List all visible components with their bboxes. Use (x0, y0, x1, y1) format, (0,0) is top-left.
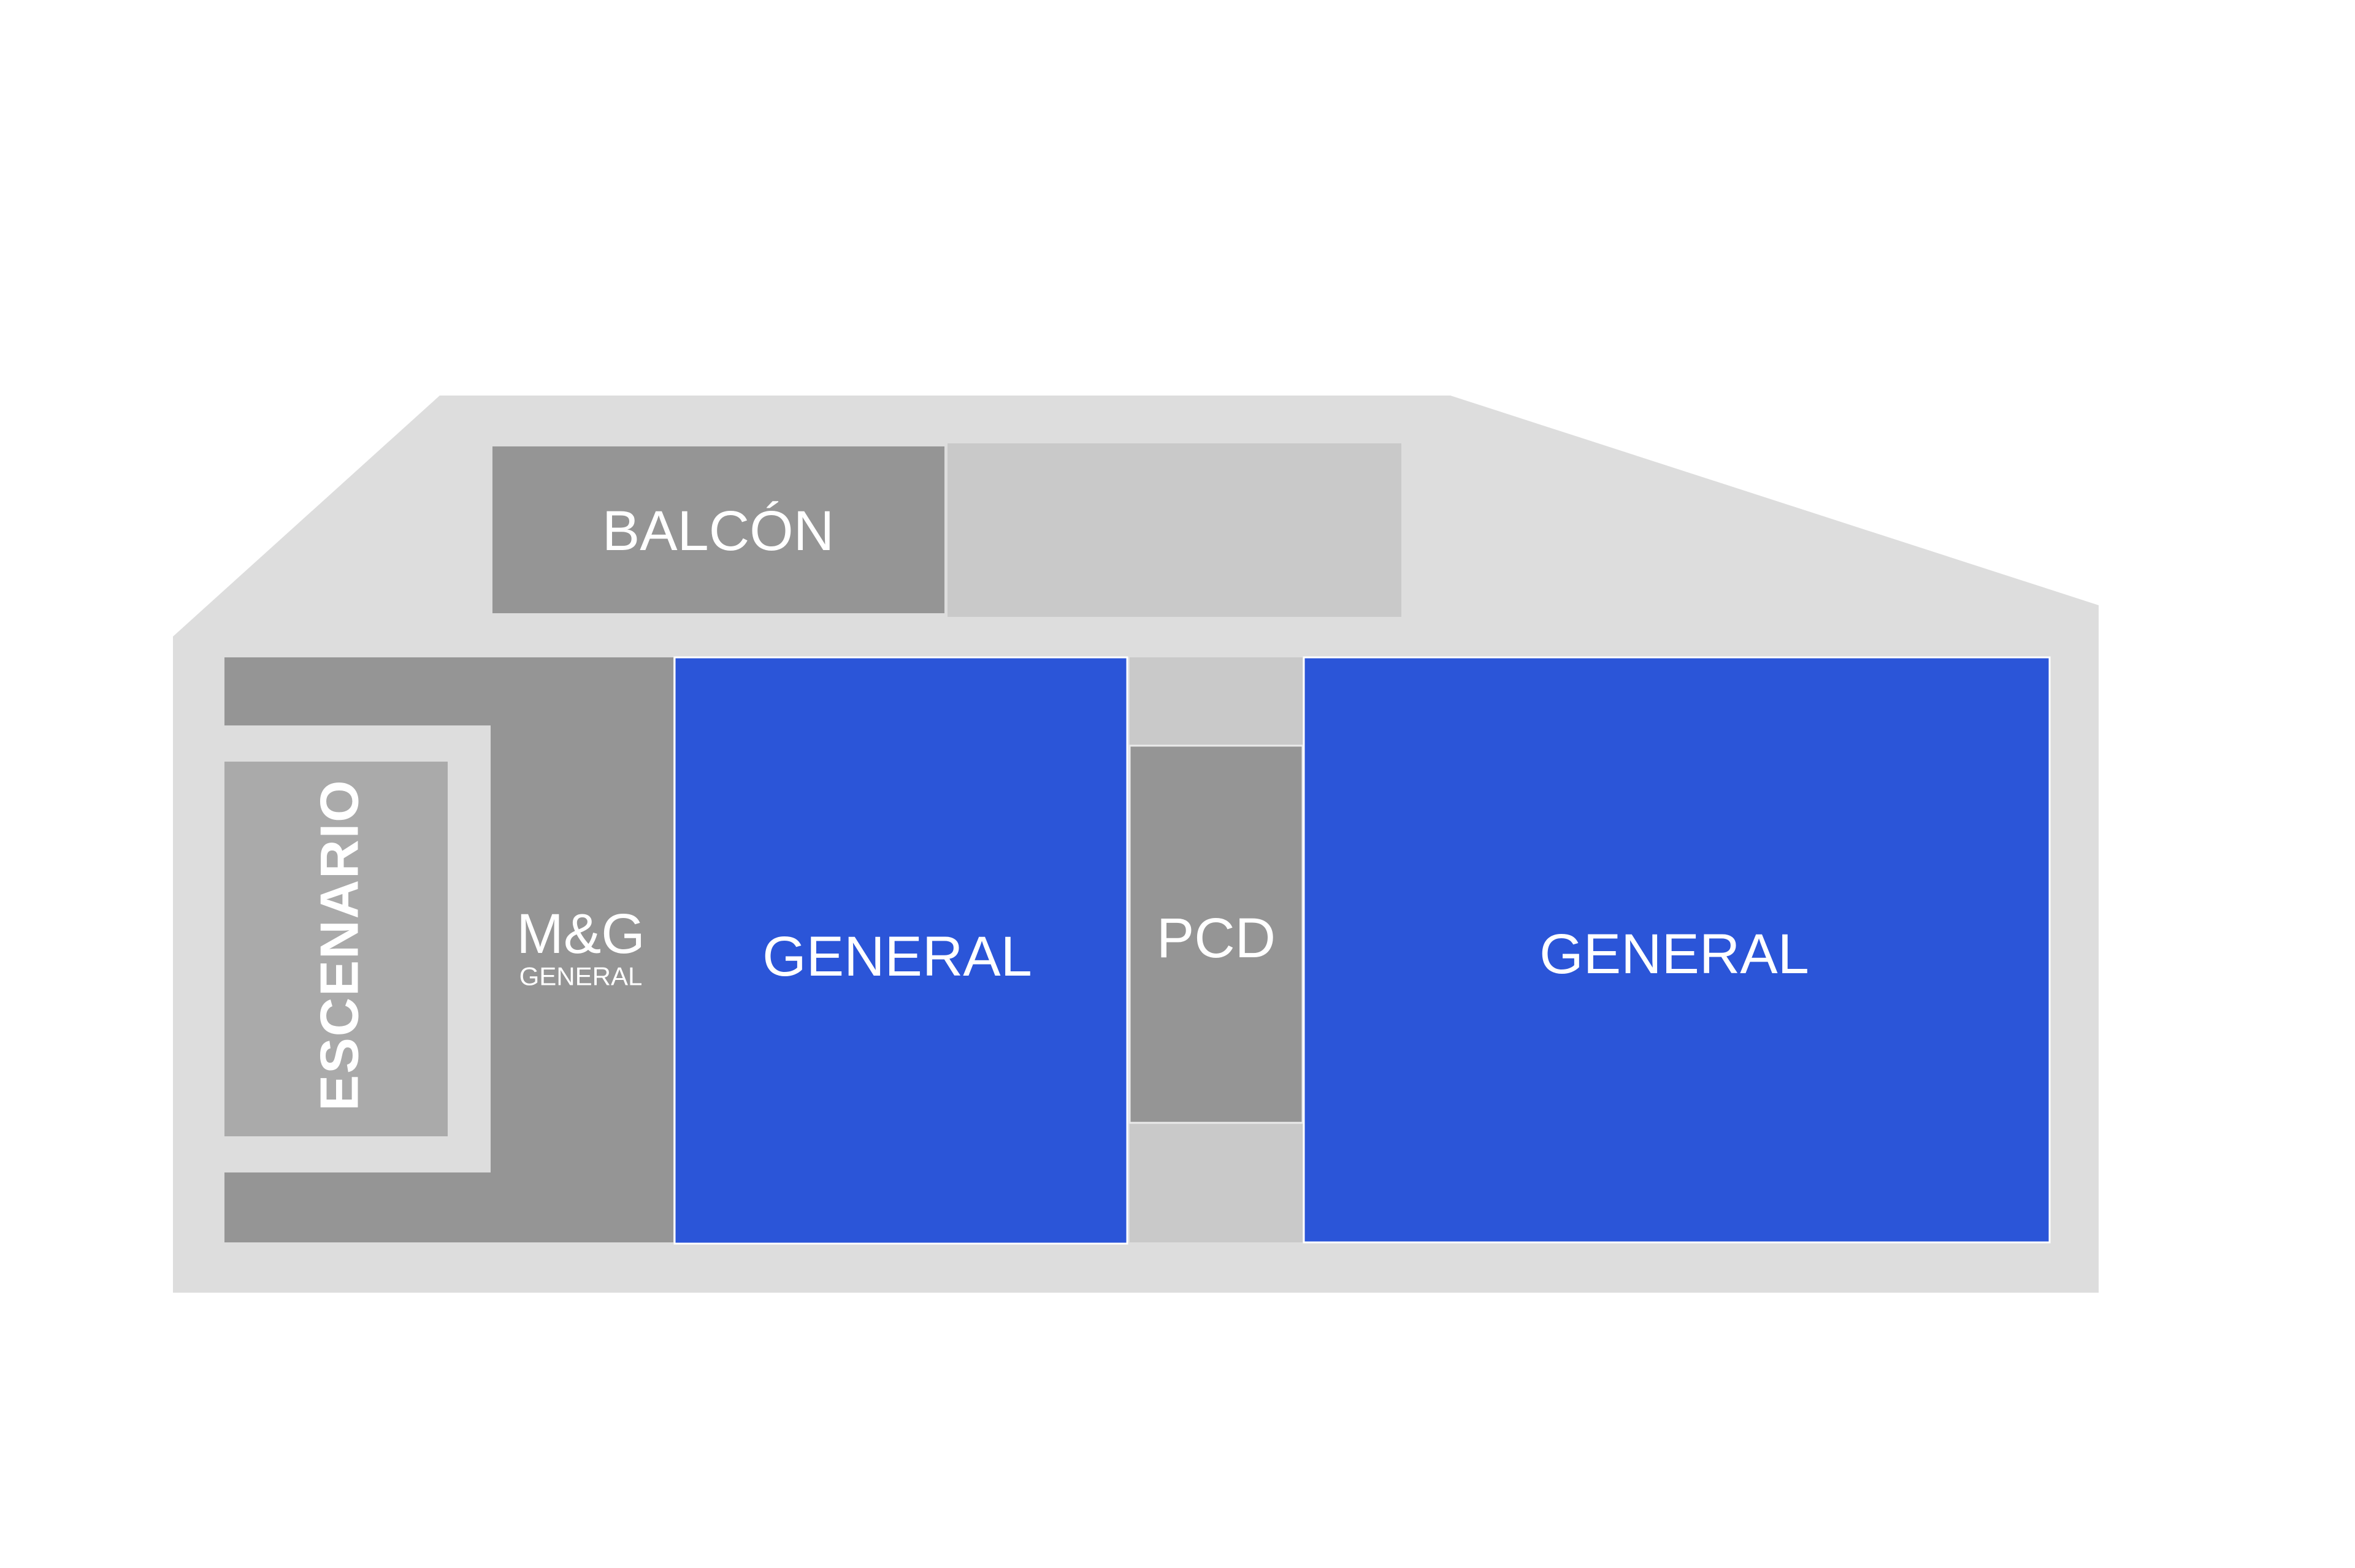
section-balcon[interactable]: BALCÓN (492, 446, 944, 613)
pcd-label: PCD (1157, 907, 1276, 969)
general-right-zone[interactable] (1303, 656, 2051, 1244)
mg-sublabel: GENERAL (519, 962, 643, 991)
balcon-empty-zone (948, 443, 1401, 617)
escenario-label: ESCENARIO (309, 779, 370, 1111)
escenario-zone (224, 762, 448, 1136)
section-general-left[interactable]: GENERAL (673, 656, 1128, 1245)
general-right-label: GENERAL (1539, 923, 1809, 985)
mg-zone[interactable] (224, 657, 673, 1242)
section-mg[interactable]: M&G GENERAL (224, 657, 673, 1242)
section-general-right[interactable]: GENERAL (1303, 656, 2051, 1244)
balcon-label: BALCÓN (602, 500, 834, 562)
general-left-zone[interactable] (673, 656, 1128, 1245)
section-pcd[interactable]: PCD (1128, 744, 1304, 1124)
general-left-label: GENERAL (762, 925, 1032, 988)
balcon-zone[interactable] (492, 446, 944, 613)
mg-label: M&G (516, 903, 645, 965)
pcd-zone[interactable] (1128, 744, 1304, 1124)
section-escenario: ESCENARIO (224, 762, 448, 1136)
